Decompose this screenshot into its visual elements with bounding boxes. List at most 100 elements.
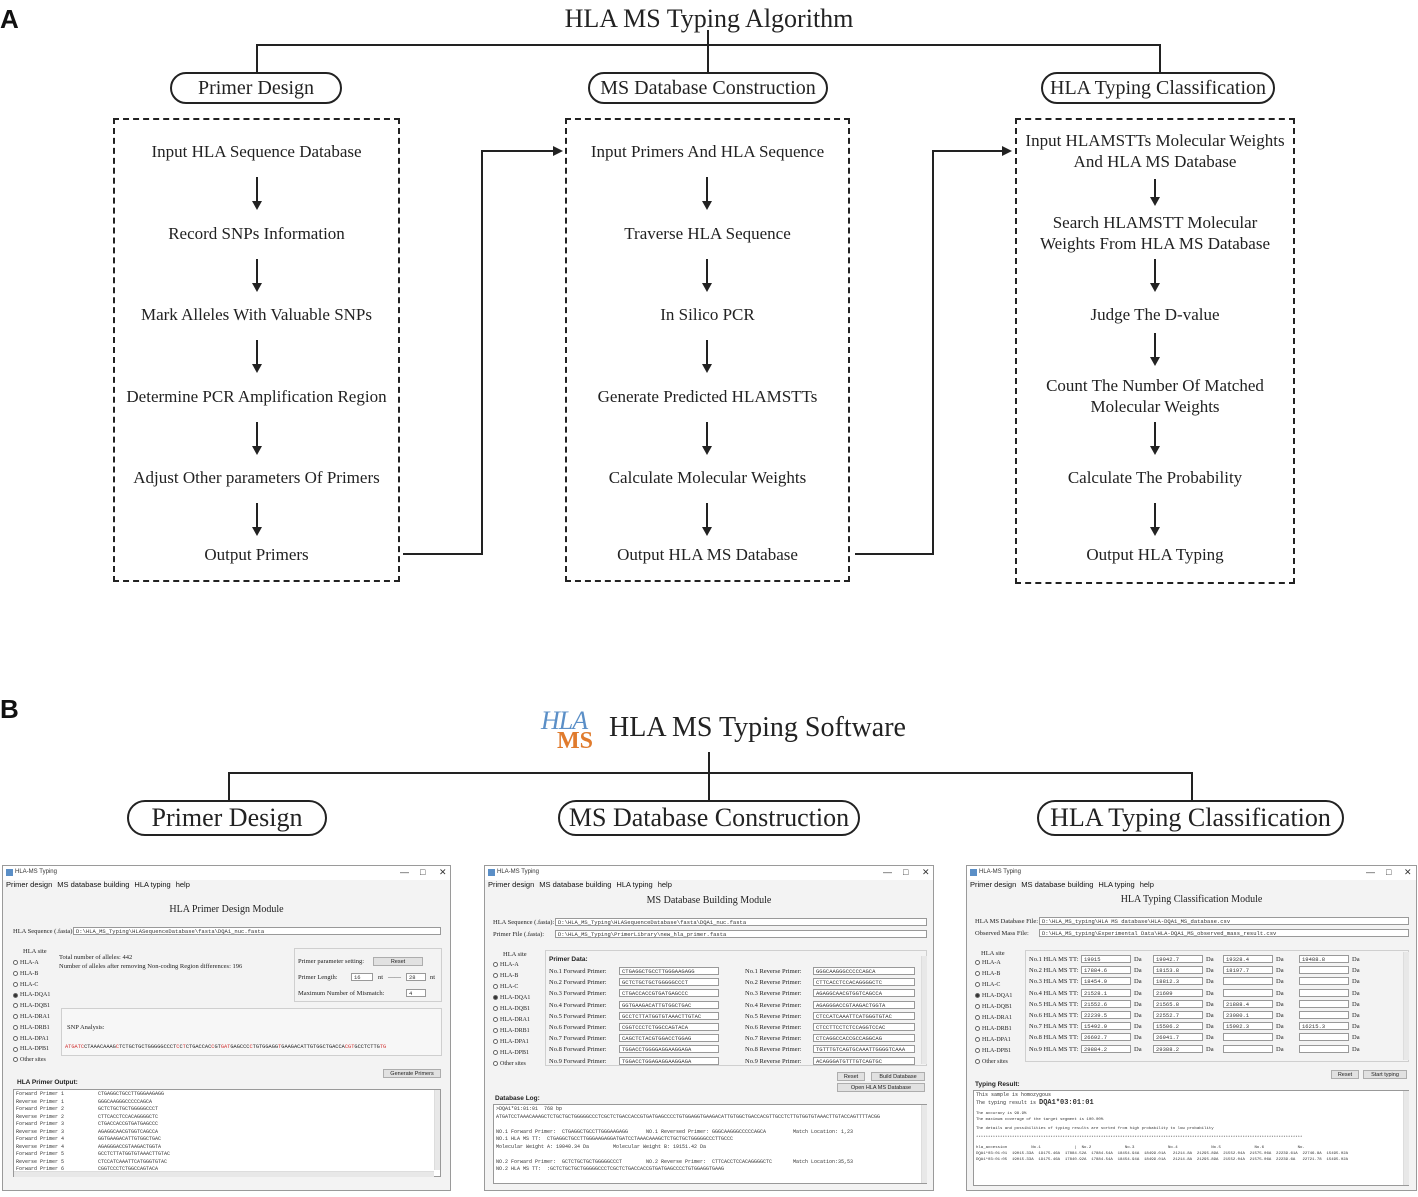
vertical-scrollbar[interactable] — [921, 956, 927, 1064]
database-file-input[interactable]: D:\HLA_MS_typing\HLA MS database\HLA-DQA… — [1039, 917, 1409, 925]
vertical-scrollbar[interactable] — [921, 1105, 927, 1183]
reverse-primer-input[interactable]: CTTCACCTCCACAGGGGCTC — [813, 978, 915, 987]
close-button[interactable]: ✕ — [1404, 867, 1412, 877]
forward-primer-input[interactable]: CGGTCCCTCTGGCCAGTACA — [619, 1023, 719, 1031]
reverse-primer-input[interactable]: CTCCTTCCTCTCCAGGTCCAC — [813, 1023, 915, 1031]
vertical-scrollbar[interactable] — [1403, 952, 1409, 1060]
mass-value-input[interactable] — [1223, 988, 1273, 997]
reverse-primer-input[interactable]: TGTTTGTCAGTGCAAATTGGGGTCAAA — [813, 1045, 915, 1054]
site-radio-other-sites[interactable]: Other sites — [13, 1057, 46, 1063]
forward-primer-input[interactable]: CTGACCACCGTGATGAGCCC — [619, 989, 719, 998]
menu-help[interactable]: help — [657, 880, 672, 889]
close-button[interactable]: ✕ — [922, 867, 930, 877]
site-radio-hla-dqb1[interactable]: HLA-DQB1 — [493, 1006, 530, 1012]
vertical-scrollbar[interactable] — [434, 1090, 440, 1170]
site-radio-hla-drb1[interactable]: HLA-DRB1 — [975, 1026, 1012, 1032]
generate-primers-button[interactable]: Generate Primers — [383, 1069, 441, 1078]
mass-value-input[interactable]: 23080.1 — [1223, 1011, 1273, 1019]
site-radio-hla-drb1[interactable]: HLA-DRB1 — [493, 1028, 530, 1034]
site-radio-hla-b[interactable]: HLA-B — [975, 971, 1000, 977]
mass-value-input[interactable]: 21552.6 — [1081, 999, 1131, 1008]
mass-value-input[interactable]: 21565.8 — [1153, 999, 1203, 1008]
site-radio-hla-dqa1[interactable]: HLA-DQA1 — [975, 993, 1012, 999]
sequence-file-input[interactable]: D:\HLA_MS_Typing\HLASequenceDatabase\fas… — [555, 918, 927, 926]
site-radio-hla-a[interactable]: HLA-A — [13, 960, 39, 966]
build-database-button[interactable]: Build Database — [871, 1072, 925, 1081]
site-radio-hla-c[interactable]: HLA-C — [493, 984, 518, 990]
mass-value-input[interactable]: 29388.2 — [1153, 1044, 1203, 1053]
site-radio-hla-dqb1[interactable]: HLA-DQB1 — [975, 1004, 1012, 1010]
primer-length-min-input[interactable]: 16 — [351, 973, 373, 981]
mass-value-input[interactable]: 22552.7 — [1153, 1011, 1203, 1019]
site-radio-hla-dqa1[interactable]: HLA-DQA1 — [13, 992, 50, 998]
mass-value-input[interactable]: 15506.2 — [1153, 1022, 1203, 1031]
mass-value-input[interactable]: 26692.7 — [1081, 1033, 1131, 1042]
site-radio-hla-a[interactable]: HLA-A — [493, 962, 519, 968]
start-typing-button[interactable]: Start typing — [1363, 1070, 1407, 1079]
site-radio-hla-a[interactable]: HLA-A — [975, 960, 1001, 966]
maximize-button[interactable]: □ — [1386, 867, 1392, 877]
mass-value-input[interactable]: 15902.3 — [1223, 1022, 1273, 1031]
site-radio-hla-dpa1[interactable]: HLA-DPA1 — [975, 1037, 1011, 1043]
reverse-primer-input[interactable]: AGAGGCAACGTGGTCAGCCA — [813, 989, 915, 998]
mass-value-input[interactable]: 16215.3 — [1299, 1022, 1349, 1031]
reverse-primer-input[interactable]: CTCAGGCCACCGCCAGGCAG — [813, 1034, 915, 1043]
site-radio-hla-dra1[interactable]: HLA-DRA1 — [975, 1015, 1012, 1021]
mass-value-input[interactable] — [1299, 988, 1349, 997]
forward-primer-input[interactable]: TGGACCTGGGGAGGAAGGAGA — [619, 1045, 719, 1054]
max-mismatch-input[interactable]: 4 — [406, 989, 426, 997]
menu-primer-design[interactable]: Primer design — [970, 880, 1017, 889]
site-radio-hla-drb1[interactable]: HLA-DRB1 — [13, 1025, 50, 1031]
site-radio-hla-dpa1[interactable]: HLA-DPA1 — [13, 1036, 49, 1042]
mass-value-input[interactable] — [1223, 977, 1273, 986]
mass-value-input[interactable]: 29884.2 — [1081, 1044, 1131, 1053]
mass-value-input[interactable]: 17884.6 — [1081, 966, 1131, 975]
site-radio-hla-dpb1[interactable]: HLA-DPB1 — [975, 1048, 1011, 1054]
observed-mass-file-input[interactable]: D:\HLA_MS_typing\Experimental Data\HLA-D… — [1039, 929, 1409, 937]
forward-primer-input[interactable]: CAGCTCTACGTGGACCTGGAG — [619, 1034, 719, 1043]
site-radio-other-sites[interactable]: Other sites — [493, 1061, 526, 1067]
mass-value-input[interactable] — [1299, 977, 1349, 986]
minimize-button[interactable]: — — [400, 867, 409, 877]
site-radio-hla-b[interactable]: HLA-B — [493, 973, 518, 979]
mass-value-input[interactable]: 18454.9 — [1081, 977, 1131, 986]
mass-value-input[interactable]: 19015 — [1081, 955, 1131, 963]
mass-value-input[interactable]: 19042.7 — [1153, 955, 1203, 963]
vertical-scrollbar[interactable] — [1403, 1091, 1409, 1185]
menu-hla-typing[interactable]: HLA typing — [616, 880, 653, 889]
site-radio-hla-dqb1[interactable]: HLA-DQB1 — [13, 1003, 50, 1009]
reset-button[interactable]: Reset — [373, 957, 423, 966]
minimize-button[interactable]: — — [883, 867, 892, 877]
mass-value-input[interactable] — [1299, 1044, 1349, 1053]
forward-primer-input[interactable]: TGGACCTGGAGAGGAAGGAGA — [619, 1056, 719, 1065]
forward-primer-input[interactable]: CTGAGGCTGCCTTGGGAAGAGG — [619, 967, 719, 975]
site-radio-hla-c[interactable]: HLA-C — [13, 982, 38, 988]
menu-hla-typing[interactable]: HLA typing — [1098, 880, 1135, 889]
mass-value-input[interactable]: 26941.7 — [1153, 1033, 1203, 1042]
mass-value-input[interactable]: 19488.8 — [1299, 955, 1349, 963]
mass-value-input[interactable] — [1299, 999, 1349, 1008]
mass-value-input[interactable] — [1223, 1033, 1273, 1042]
site-radio-hla-dpb1[interactable]: HLA-DPB1 — [493, 1050, 529, 1056]
site-radio-hla-b[interactable]: HLA-B — [13, 971, 38, 977]
open-database-button[interactable]: Open HLA MS Database — [837, 1083, 925, 1092]
menu-ms-database-building[interactable]: MS database building — [539, 880, 612, 889]
close-button[interactable]: ✕ — [439, 867, 447, 877]
mass-value-input[interactable]: 21528.1 — [1081, 988, 1131, 997]
site-radio-hla-dra1[interactable]: HLA-DRA1 — [493, 1017, 530, 1023]
primer-length-max-input[interactable]: 28 — [406, 973, 426, 981]
site-radio-hla-dpb1[interactable]: HLA-DPB1 — [13, 1046, 49, 1052]
menu-ms-database-building[interactable]: MS database building — [57, 880, 130, 889]
mass-value-input[interactable]: 21888.4 — [1223, 999, 1273, 1008]
site-radio-other-sites[interactable]: Other sites — [975, 1059, 1008, 1065]
mass-value-input[interactable]: 18153.8 — [1153, 966, 1203, 975]
menu-primer-design[interactable]: Primer design — [488, 880, 535, 889]
reverse-primer-input[interactable]: ACAGGGATGTTTGTCAGTGC — [813, 1056, 915, 1065]
site-radio-hla-dpa1[interactable]: HLA-DPA1 — [493, 1039, 529, 1045]
horizontal-scrollbar[interactable] — [14, 1171, 434, 1177]
menu-help[interactable]: help — [175, 880, 190, 889]
maximize-button[interactable]: □ — [903, 867, 909, 877]
mass-value-input[interactable] — [1299, 966, 1349, 975]
